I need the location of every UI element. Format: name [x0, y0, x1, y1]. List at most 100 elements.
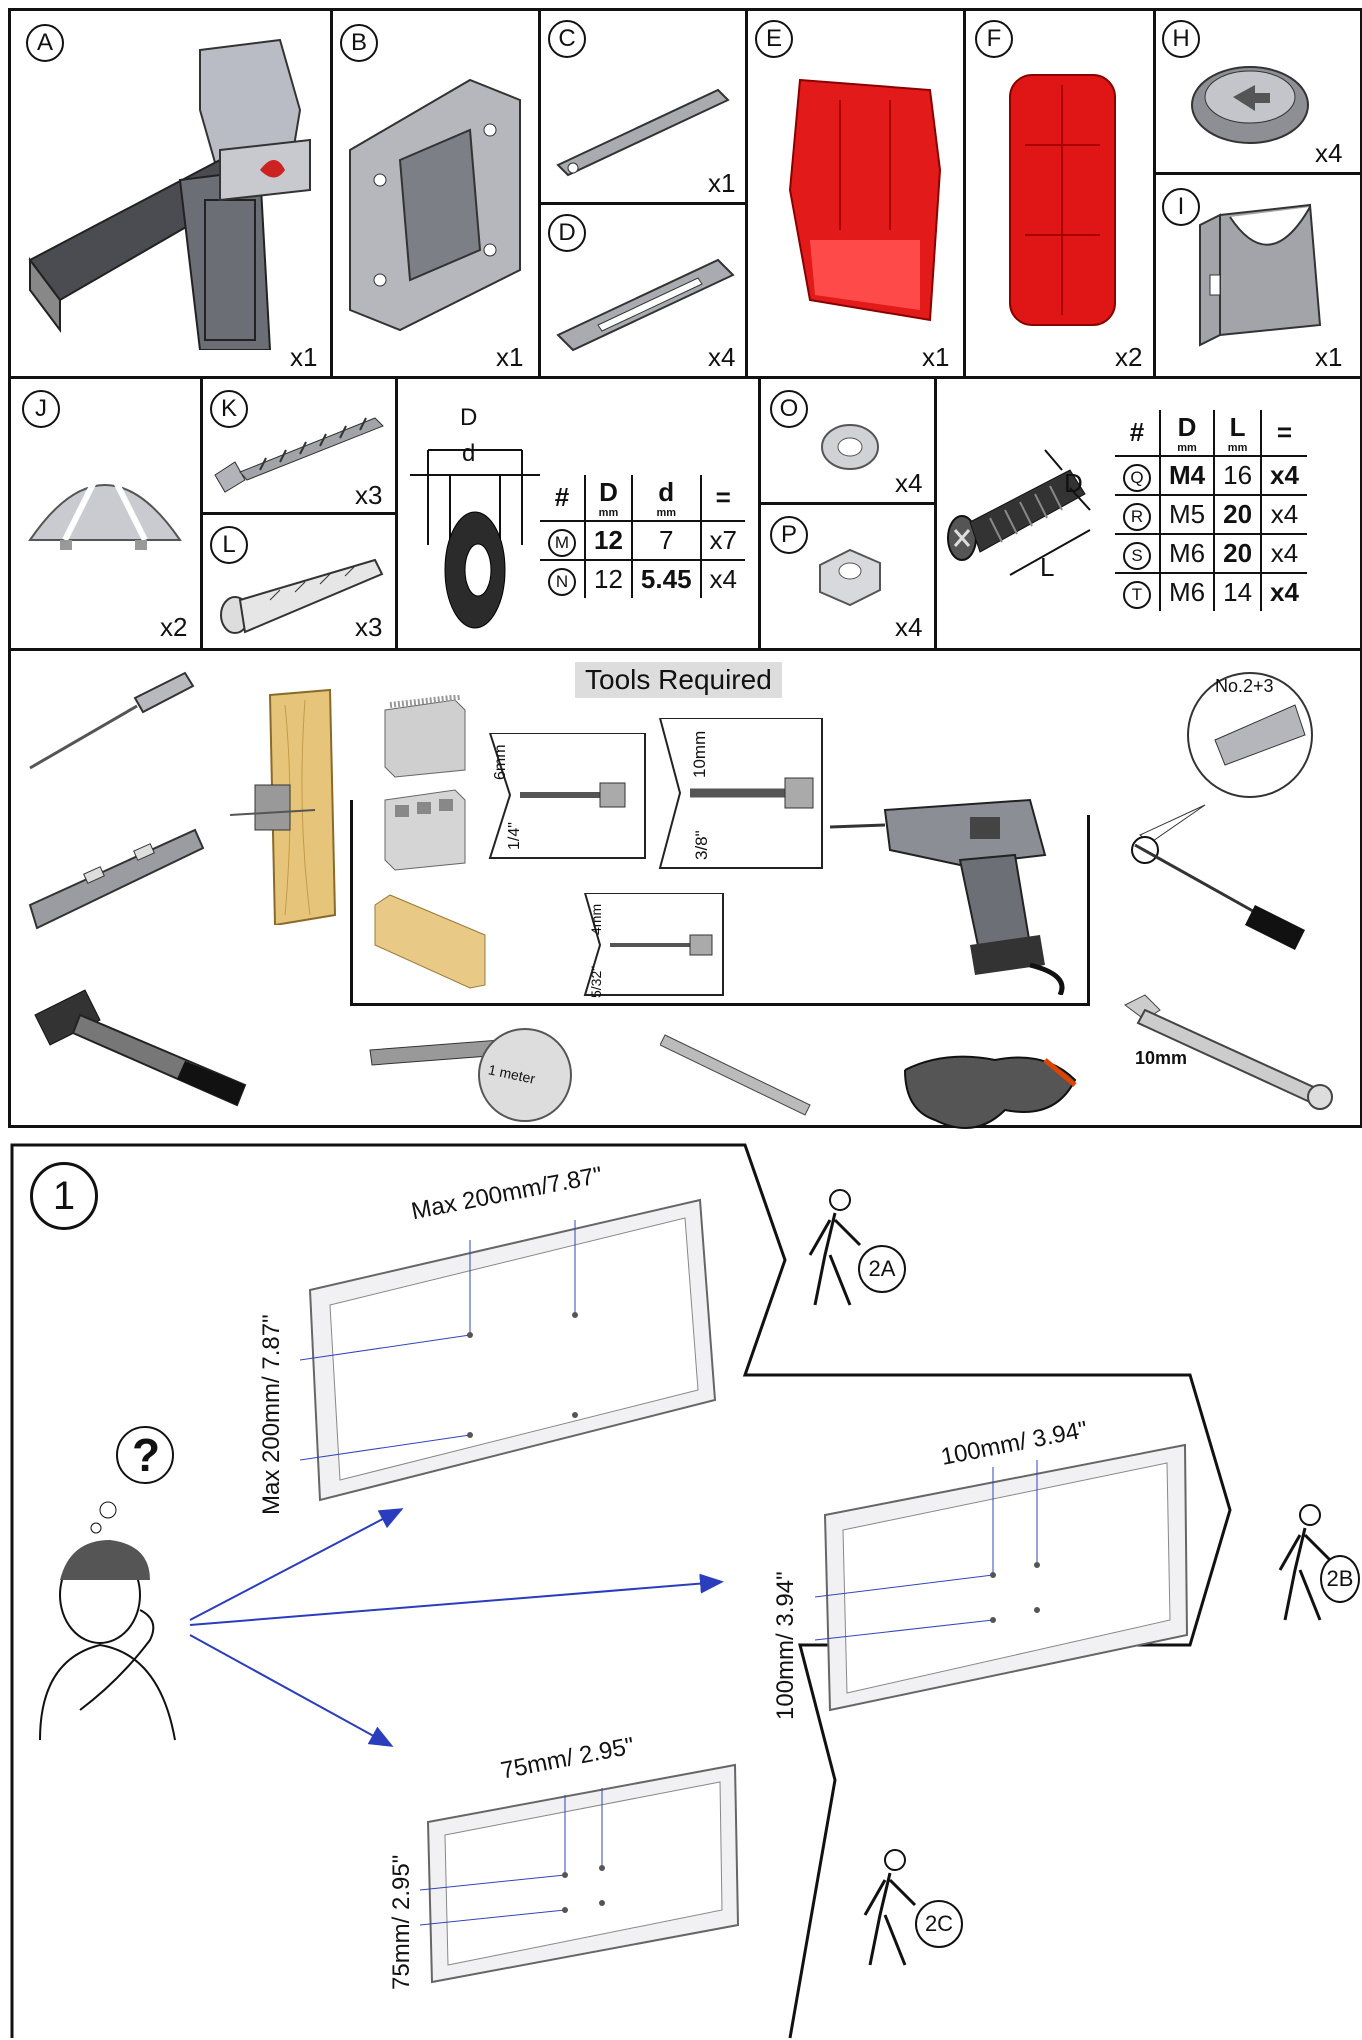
- table-row: M 12 7 x7: [540, 520, 745, 560]
- row-letter-n: N: [548, 568, 576, 596]
- part-letter-i: I: [1162, 188, 1200, 226]
- screwdriver-icon: [1131, 672, 1313, 950]
- clip-illustration: [1199, 203, 1322, 347]
- washer-cell: 7: [630, 520, 701, 560]
- part-qty-c: x1: [708, 168, 736, 198]
- washer-dim-d-outer: D: [460, 404, 478, 431]
- screw-cell: x4: [1260, 572, 1307, 611]
- walking-person-icon: [808, 1189, 862, 1306]
- washer-cell: x4: [699, 559, 745, 598]
- divider: [8, 648, 1362, 651]
- row-letter-r: R: [1123, 503, 1151, 531]
- bit-panel-6mm: [488, 733, 646, 859]
- part-qty-h: x4: [1315, 138, 1343, 168]
- bit-3-imperial: 5/32": [588, 965, 604, 998]
- table-row: R M5 20 x4: [1115, 494, 1307, 534]
- cinder-block-icon: [384, 789, 466, 871]
- drill-bits-bracket: [350, 1003, 1090, 1006]
- tv-large-illustration: [300, 1198, 717, 1502]
- screw-cell: x4: [1260, 494, 1307, 534]
- washer-header-qty: =: [699, 475, 745, 521]
- screw-cell: x4: [1260, 533, 1307, 573]
- direction-arrows: [189, 1508, 724, 1747]
- screw-cell: 16: [1213, 455, 1262, 495]
- bit-3-metric: 4mm: [588, 903, 604, 935]
- part-qty-d: x4: [708, 342, 736, 372]
- machine-screw-illustration: [947, 449, 1091, 576]
- wall-arm-illustration: [28, 38, 311, 350]
- bit-1-metric: 6mm: [492, 744, 509, 780]
- part-qty-b: x1: [496, 342, 524, 372]
- part-qty-p: x4: [895, 612, 923, 642]
- screw-header-hash: #: [1129, 417, 1145, 447]
- walking-person-icon: [863, 1849, 917, 1966]
- step-number: 1: [30, 1162, 98, 1230]
- dome-cap-illustration: [28, 458, 182, 550]
- table-row: N 12 5.45 x4: [540, 559, 745, 598]
- part-qty-e: x1: [922, 342, 950, 372]
- knob-illustration: [1191, 66, 1309, 144]
- table-row: T M6 14 x4: [1115, 572, 1307, 611]
- tv-small-height-label: 75mm/ 2.95": [388, 1854, 415, 1990]
- go-step-2a[interactable]: 2A: [858, 1245, 906, 1293]
- stud-wall-icon: [229, 688, 337, 925]
- washer-cell: 5.45: [630, 559, 701, 598]
- screw-cell: M6: [1158, 533, 1215, 573]
- hammer-icon: [34, 989, 247, 1107]
- divider: [8, 376, 1362, 379]
- awl-icon: [29, 671, 195, 770]
- go-step-2c[interactable]: 2C: [915, 1900, 963, 1948]
- drill-bits-bracket: [350, 800, 353, 1005]
- wrench-label: 10mm: [1135, 1048, 1188, 1068]
- divider: [330, 8, 333, 378]
- part-letter-b: B: [340, 24, 378, 62]
- tv-medium-illustration: [815, 1443, 1189, 1712]
- divider: [963, 8, 966, 378]
- bit-panel-10mm: [658, 718, 823, 869]
- slotted-bar-illustration: [556, 258, 735, 352]
- part-letter-c: C: [548, 20, 586, 58]
- washer-illustration: [410, 449, 540, 629]
- red-cover-illustration: [788, 78, 942, 322]
- divider: [200, 512, 397, 515]
- tape-measure-icon: [369, 1028, 572, 1122]
- part-letter-o: O: [770, 390, 808, 428]
- part-qty-i: x1: [1315, 342, 1343, 372]
- screw-cell: M6: [1158, 572, 1215, 611]
- bit-panel-4mm: [583, 893, 724, 996]
- part-qty-j: x2: [160, 612, 188, 642]
- tools-title: Tools Required: [575, 662, 782, 698]
- divider: [758, 502, 936, 505]
- part-letter-k: K: [210, 390, 248, 428]
- tv-large-height-label: Max 200mm/ 7.87": [258, 1314, 285, 1515]
- divider: [1153, 8, 1156, 378]
- row-letter-s: S: [1123, 542, 1151, 570]
- screw-cell: 20: [1213, 533, 1262, 573]
- divider: [745, 8, 748, 378]
- drill-bits-bracket: [1087, 815, 1090, 1005]
- part-qty-a: x1: [290, 342, 318, 372]
- bit-2-imperial: 3/8": [692, 830, 711, 860]
- screw-dim-l: L: [1040, 552, 1055, 582]
- screw-cell: 14: [1213, 572, 1262, 611]
- washer-cell: 12: [584, 520, 632, 560]
- part-letter-f: F: [975, 20, 1013, 58]
- strap-illustration: [556, 88, 730, 177]
- divider: [1153, 172, 1362, 175]
- wall-plate-illustration: [349, 78, 521, 332]
- bit-2-metric: 10mm: [690, 730, 709, 778]
- go-step-2b[interactable]: 2B: [1320, 1555, 1360, 1603]
- washer-header-hash: #: [554, 482, 570, 512]
- screw-cell: M5: [1158, 494, 1215, 534]
- parts-panel: [8, 8, 1362, 1128]
- part-qty-k: x3: [355, 480, 383, 510]
- part-letter-j: J: [22, 390, 60, 428]
- red-cap-illustration: [1009, 74, 1116, 326]
- tv-medium-height-label: 100mm/ 3.94": [772, 1571, 799, 1720]
- washer-dim-d-inner: d: [462, 440, 476, 467]
- spring-washer-illustration: [821, 424, 879, 470]
